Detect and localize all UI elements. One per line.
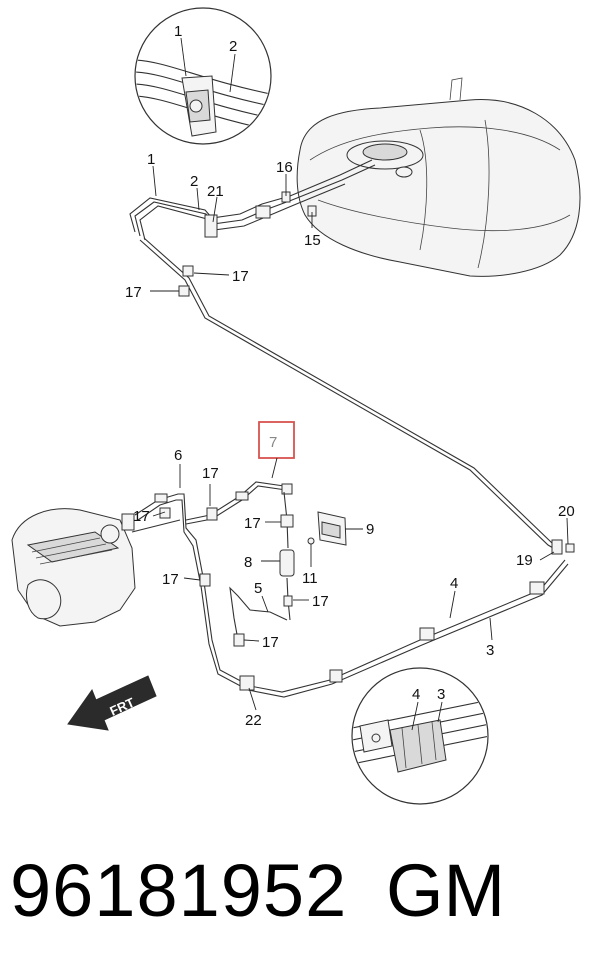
frt-arrow: FRT bbox=[67, 675, 157, 731]
leader-21 bbox=[212, 196, 218, 223]
callout-5: 5 bbox=[254, 580, 262, 597]
leader-7 bbox=[271, 457, 278, 479]
callout-17-h: 17 bbox=[262, 634, 279, 651]
callout-17-b: 17 bbox=[125, 284, 142, 301]
callout-17-d: 17 bbox=[133, 508, 150, 525]
callout-4: 4 bbox=[450, 575, 458, 592]
callout-15: 15 bbox=[304, 232, 321, 249]
callout-17-e: 17 bbox=[244, 515, 261, 532]
fuel-tank bbox=[296, 77, 581, 277]
callout-17-f: 17 bbox=[312, 593, 329, 610]
front-fuel-lines bbox=[134, 481, 575, 698]
leader-5 bbox=[261, 595, 269, 613]
fuel-line-diagram: 1 2 1 2 21 16 15 17 17 bbox=[11, 7, 581, 805]
callout-7: 7 bbox=[269, 434, 277, 451]
callout-17-c: 17 bbox=[202, 465, 219, 482]
callout-6: 6 bbox=[174, 447, 182, 464]
detail-circle-top bbox=[134, 7, 272, 145]
callout-19: 19 bbox=[516, 552, 533, 569]
leader-17-d bbox=[152, 511, 166, 517]
callout-1-detail: 1 bbox=[174, 23, 182, 40]
leader-19 bbox=[539, 551, 555, 561]
callout-21: 21 bbox=[207, 183, 224, 200]
callout-16: 16 bbox=[276, 159, 293, 176]
leader-17-a bbox=[193, 272, 230, 276]
detail-circle-bottom bbox=[351, 667, 489, 805]
callout-20: 20 bbox=[558, 503, 575, 520]
callout-2-detail: 2 bbox=[229, 38, 237, 55]
callout-3: 3 bbox=[486, 642, 494, 659]
leader-1-detail bbox=[180, 37, 187, 77]
callout-9: 9 bbox=[366, 521, 374, 538]
leader-3-detail bbox=[437, 701, 443, 723]
leader-4 bbox=[449, 590, 456, 619]
callout-8: 8 bbox=[244, 554, 252, 571]
leader-17-g bbox=[183, 577, 201, 581]
fuel-filter bbox=[279, 549, 295, 577]
leader-1 bbox=[152, 165, 157, 197]
callout-11: 11 bbox=[302, 570, 318, 587]
callout-17-g: 17 bbox=[162, 571, 179, 588]
leader-17-h bbox=[243, 639, 260, 642]
leader-3 bbox=[489, 617, 493, 641]
leader-4-detail bbox=[411, 701, 419, 731]
callout-2: 2 bbox=[190, 173, 198, 190]
leader-2-detail bbox=[229, 53, 236, 93]
callout-22: 22 bbox=[245, 712, 262, 729]
callout-3-detail: 3 bbox=[437, 686, 445, 703]
callout-4-detail: 4 bbox=[412, 686, 420, 703]
part-number: 96181952 bbox=[10, 849, 348, 932]
leader-2 bbox=[196, 187, 200, 211]
engine bbox=[11, 508, 181, 627]
highlight-box-7 bbox=[258, 421, 295, 459]
footer: 96181952 GM bbox=[0, 848, 600, 958]
rear-fuel-lines bbox=[129, 159, 561, 553]
leader-22 bbox=[248, 687, 257, 711]
leader-20 bbox=[566, 517, 569, 545]
brand-label: GM bbox=[386, 849, 506, 932]
callout-17-a: 17 bbox=[232, 268, 249, 285]
callout-1: 1 bbox=[147, 151, 155, 168]
